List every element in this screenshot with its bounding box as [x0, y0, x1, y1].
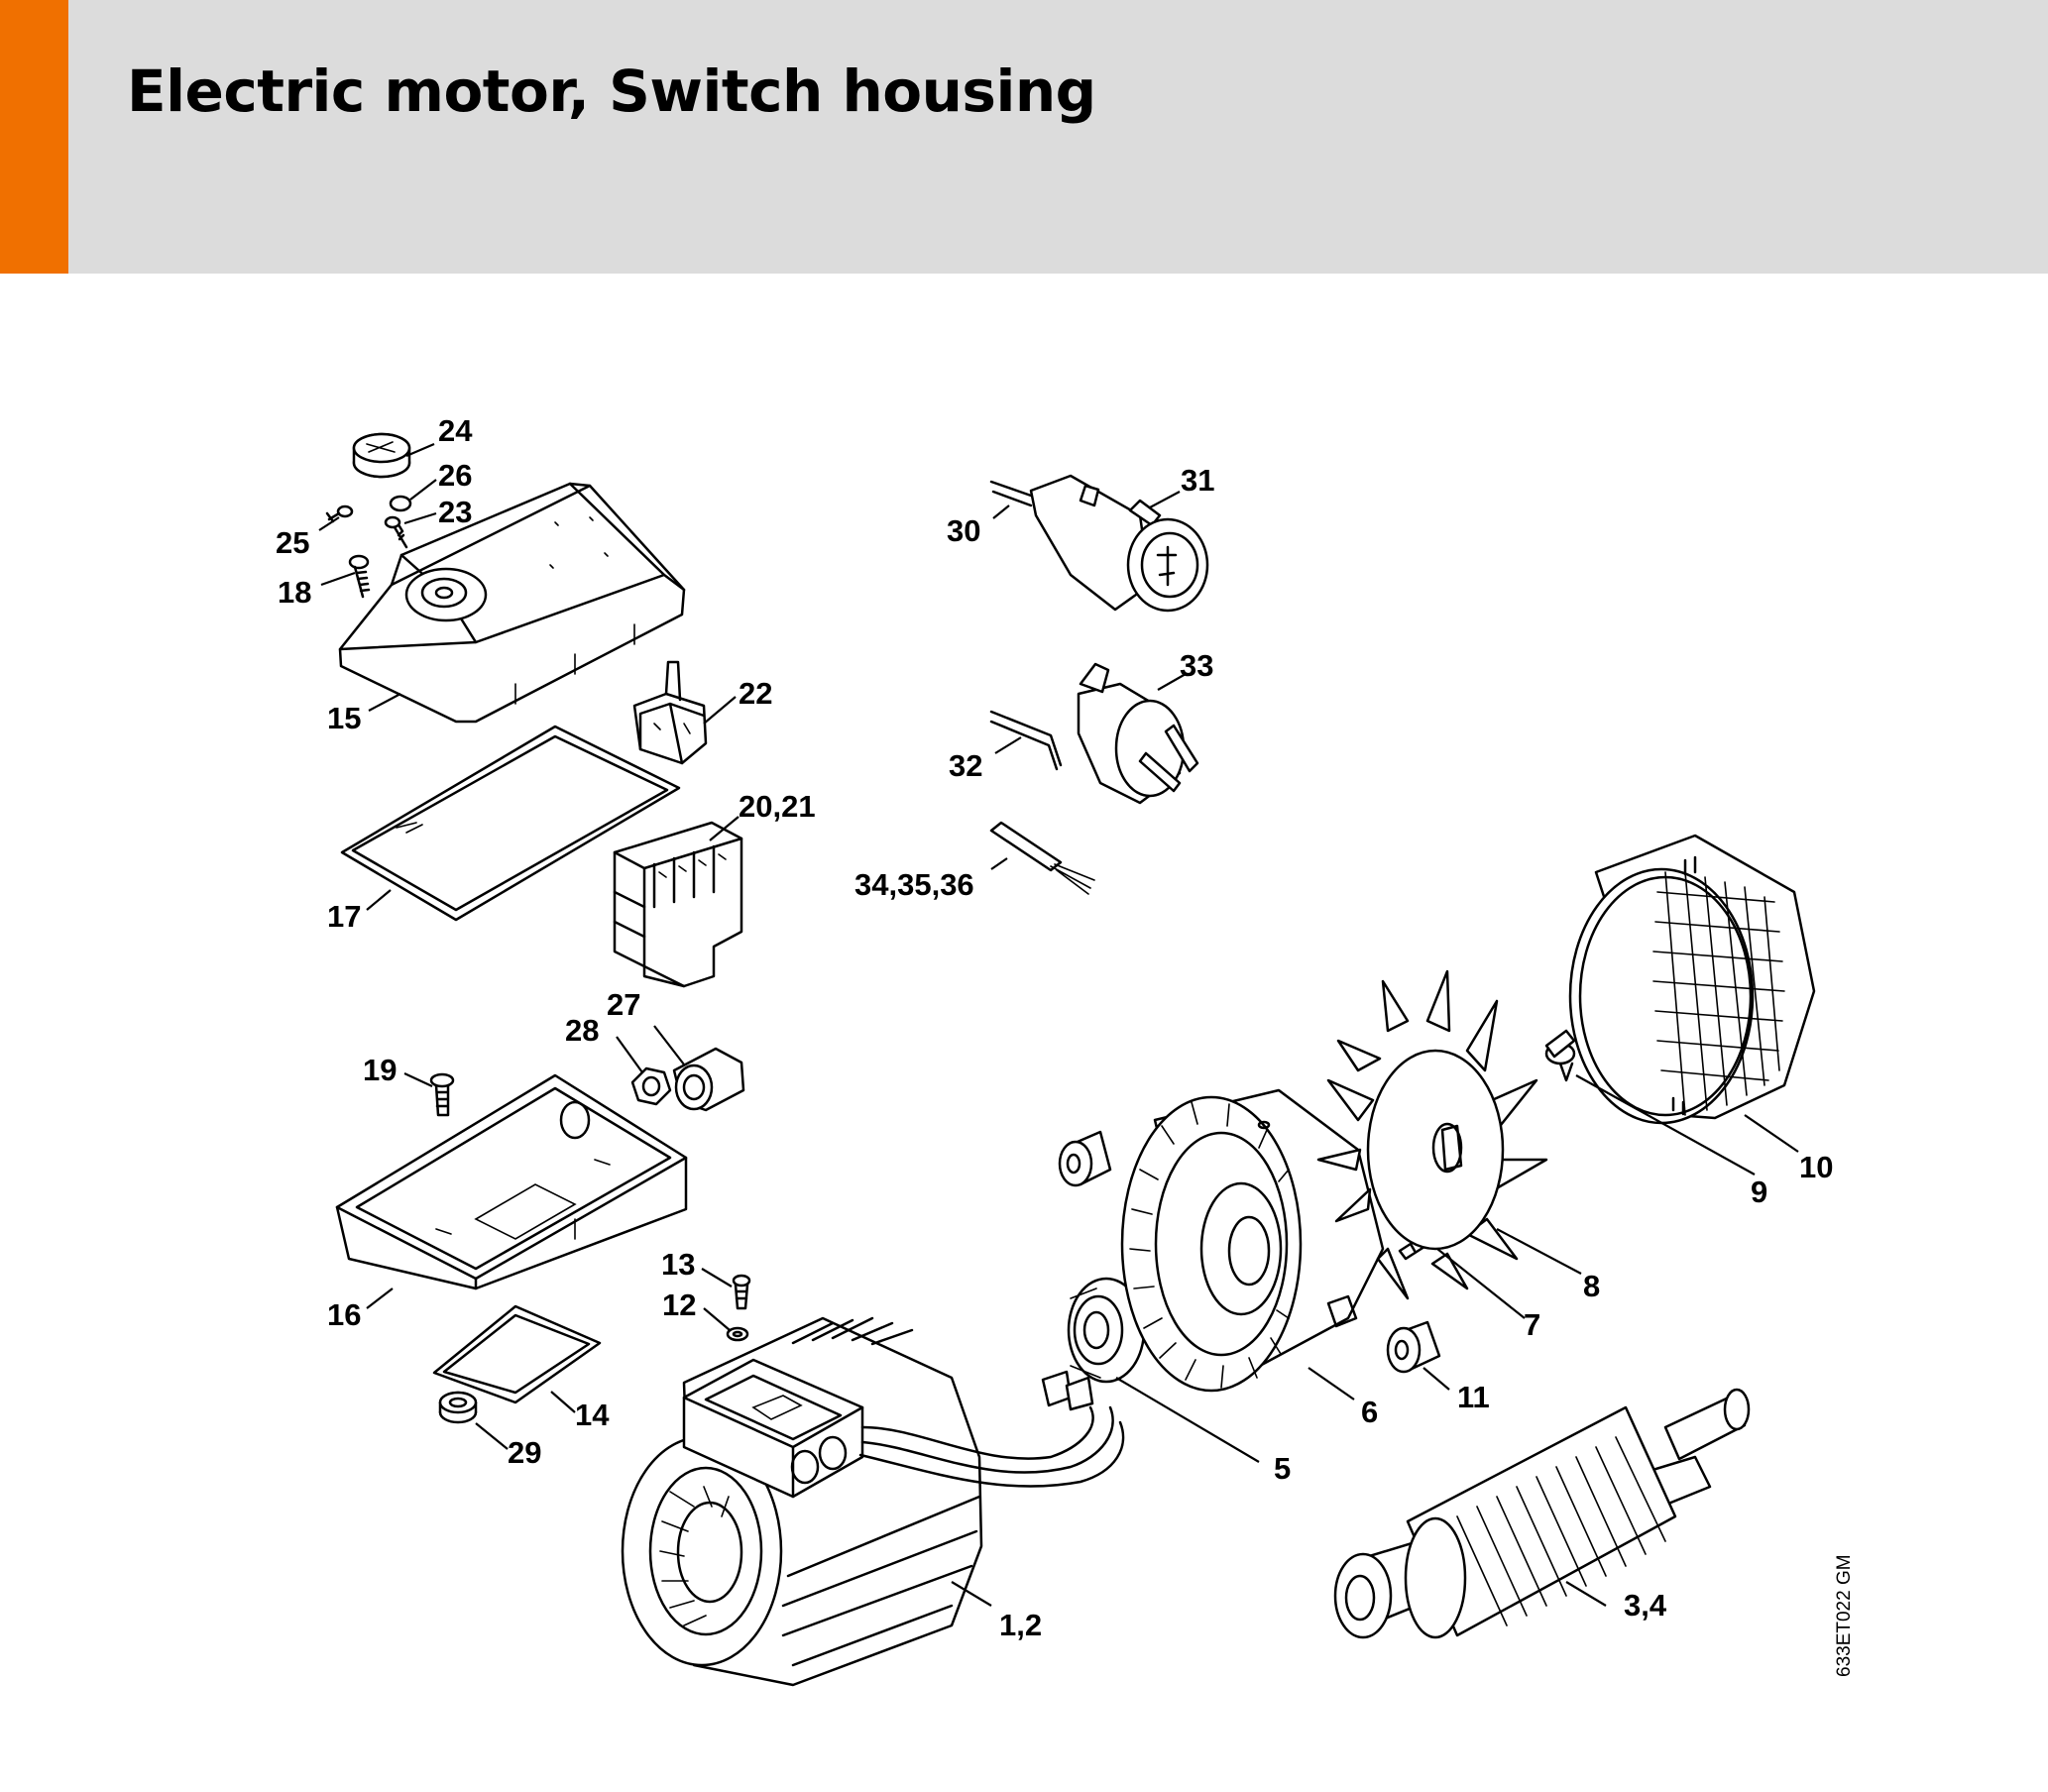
- callout-22: 22: [739, 676, 772, 711]
- callout-17: 17: [327, 899, 361, 934]
- part-fan-8: [1316, 969, 1548, 1300]
- callout-5: 5: [1274, 1451, 1291, 1486]
- part-knob-24: [352, 432, 411, 479]
- callout-25: 25: [276, 525, 309, 560]
- part-rotor-3-4: [1333, 1388, 1751, 1639]
- callout-8: 8: [1583, 1269, 1600, 1303]
- callout-7: 7: [1524, 1307, 1540, 1342]
- part-gasket-17: [340, 725, 681, 922]
- callout-10: 10: [1799, 1150, 1833, 1184]
- callout-12: 12: [662, 1288, 696, 1322]
- part-switch-22: [632, 660, 708, 765]
- callout-1-2: 1,2: [999, 1608, 1042, 1642]
- callout-6: 6: [1361, 1395, 1378, 1429]
- drawing-code: 633ET022 GM: [1834, 1554, 1855, 1677]
- callout-3-4: 3,4: [1624, 1588, 1667, 1623]
- part-nut-28: [630, 1066, 672, 1106]
- part-motor-housing-1-2: [621, 1316, 1125, 1687]
- part-cable-34-35-36: [989, 821, 1095, 895]
- part-spacer-small-top: [1058, 1130, 1112, 1187]
- part-fan-cover-10: [1568, 834, 1816, 1125]
- callout-9: 9: [1751, 1175, 1767, 1209]
- part-switch-cover-15: [338, 482, 686, 724]
- part-screw-23: [384, 515, 408, 549]
- callout-29: 29: [508, 1435, 541, 1470]
- part-washer-12: [726, 1326, 749, 1342]
- callout-13: 13: [661, 1247, 695, 1282]
- callout-34-35-36: 34,35,36: [854, 867, 974, 902]
- part-screw-19: [429, 1072, 455, 1117]
- part-oring-26: [389, 495, 412, 512]
- callout-32: 32: [949, 748, 982, 783]
- part-end-shield-6: [1120, 1088, 1385, 1393]
- part-contactor-20-21: [613, 821, 743, 988]
- part-clip-9: [1544, 1029, 1576, 1082]
- part-cable-gland-27: [672, 1047, 745, 1112]
- callout-26: 26: [438, 458, 472, 493]
- part-screw-18: [348, 554, 371, 599]
- callout-23: 23: [438, 495, 472, 529]
- callout-19: 19: [363, 1053, 397, 1087]
- callout-11: 11: [1457, 1380, 1490, 1414]
- leader-lines: [318, 442, 1799, 1607]
- callout-33: 33: [1180, 648, 1213, 683]
- callout-labels: 1,2 3,4 5 6 7 8 9 10 11 12 13 14 15 16 1…: [276, 413, 1833, 1642]
- page-title: Electric motor, Switch housing: [127, 57, 1096, 125]
- part-plug-32-33: [989, 662, 1199, 805]
- part-spacer-11: [1386, 1320, 1441, 1374]
- page-header: Electric motor, Switch housing: [0, 0, 2048, 274]
- callout-14: 14: [575, 1398, 610, 1432]
- part-switch-box-16: [335, 1073, 688, 1290]
- callout-15: 15: [327, 701, 361, 735]
- part-screw-25: [325, 504, 354, 523]
- callout-27: 27: [607, 987, 640, 1022]
- orange-accent-bar: [0, 0, 68, 274]
- callout-20-21: 20,21: [739, 789, 816, 824]
- callout-30: 30: [947, 513, 980, 548]
- part-screw-13: [732, 1274, 751, 1310]
- part-gasket-14: [432, 1304, 602, 1404]
- part-grommet-29: [438, 1391, 478, 1424]
- callout-16: 16: [327, 1297, 361, 1332]
- part-plug-30-31: [989, 474, 1209, 613]
- callout-28: 28: [565, 1013, 599, 1048]
- callout-18: 18: [278, 575, 311, 610]
- callout-31: 31: [1181, 463, 1214, 498]
- callout-24: 24: [438, 413, 473, 448]
